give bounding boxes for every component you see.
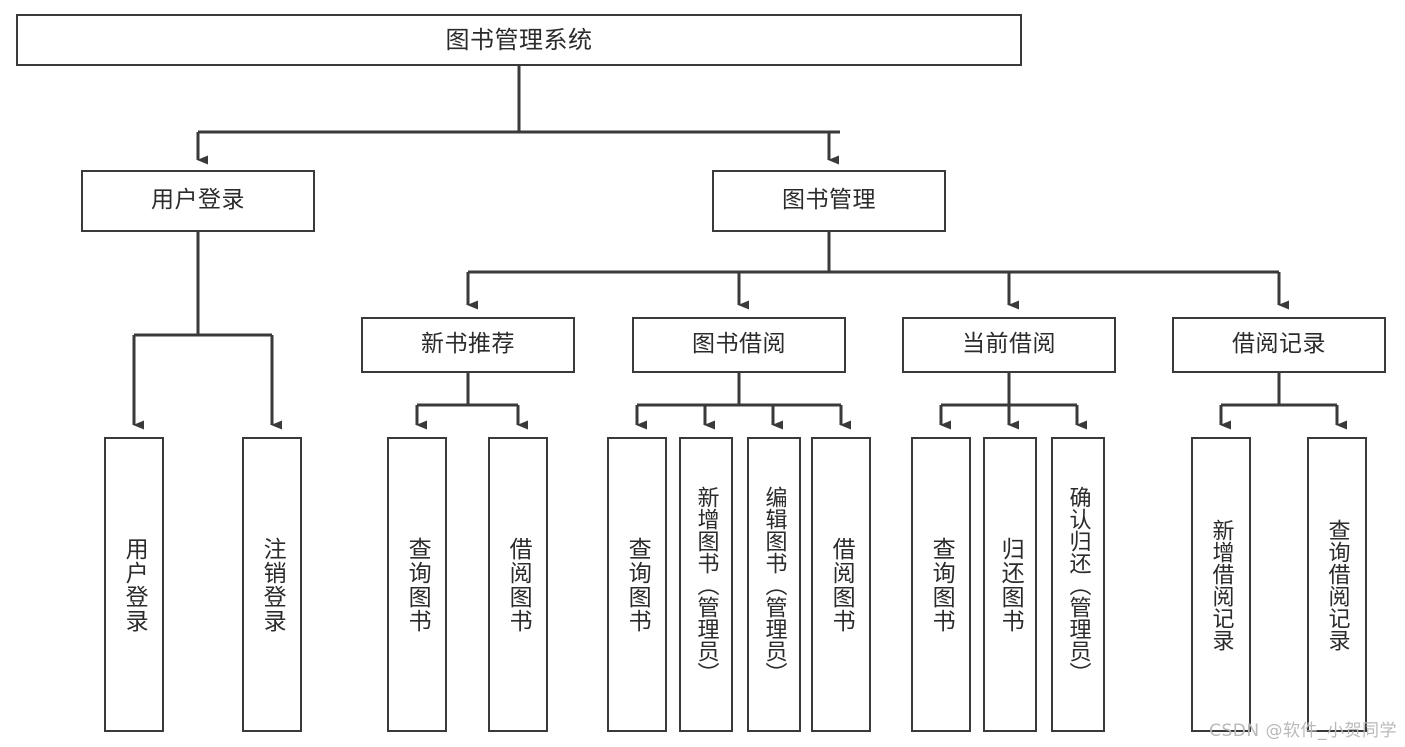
node-leaf-add-borrow-record[interactable]: 新增借阅记录: [1191, 437, 1251, 732]
node-label: 当前借阅: [962, 331, 1056, 358]
node-label: 图书管理系统: [445, 25, 593, 54]
node-label: 确认归还（管理员）: [1065, 485, 1091, 684]
node-leaf-borrow-book[interactable]: 借阅图书: [811, 437, 871, 732]
node-label: 新增图书（管理员）: [693, 485, 719, 684]
node-label: 查询图书: [624, 536, 651, 633]
node-label: 借阅图书: [505, 536, 532, 633]
node-label: 借阅图书: [828, 536, 855, 633]
node-label: 新书推荐: [421, 331, 515, 358]
node-book-management[interactable]: 图书管理: [712, 170, 946, 232]
node-leaf-edit-book-admin[interactable]: 编辑图书（管理员）: [747, 437, 801, 732]
node-leaf-borrow-book-recommend[interactable]: 借阅图书: [488, 437, 548, 732]
node-label: 新增借阅记录: [1208, 518, 1234, 651]
node-label: 查询借阅记录: [1324, 518, 1350, 651]
node-label: 查询图书: [404, 536, 431, 633]
node-leaf-add-book-admin[interactable]: 新增图书（管理员）: [679, 437, 733, 732]
node-leaf-return-book[interactable]: 归还图书: [983, 437, 1037, 732]
node-leaf-query-book-recommend[interactable]: 查询图书: [387, 437, 447, 732]
node-user-login[interactable]: 用户登录: [81, 170, 315, 232]
node-label: 用户登录: [121, 536, 148, 633]
node-current-borrow[interactable]: 当前借阅: [902, 317, 1116, 373]
node-root-system[interactable]: 图书管理系统: [16, 14, 1022, 66]
node-label: 查询图书: [928, 536, 955, 633]
node-leaf-query-book-borrow[interactable]: 查询图书: [607, 437, 667, 732]
node-book-borrow[interactable]: 图书借阅: [632, 317, 846, 373]
node-label: 借阅记录: [1232, 331, 1326, 358]
node-leaf-query-book-current[interactable]: 查询图书: [911, 437, 971, 732]
node-label: 用户登录: [151, 187, 245, 214]
node-borrow-record[interactable]: 借阅记录: [1172, 317, 1386, 373]
node-label: 编辑图书（管理员）: [761, 485, 787, 684]
node-label: 注销登录: [259, 536, 286, 633]
node-leaf-query-borrow-record[interactable]: 查询借阅记录: [1307, 437, 1367, 732]
node-label: 图书借阅: [692, 331, 786, 358]
node-leaf-user-login[interactable]: 用户登录: [104, 437, 164, 732]
watermark-text: CSDN @软件_小贺同学: [1209, 721, 1397, 741]
node-label: 图书管理: [782, 187, 876, 214]
node-label: 归还图书: [997, 536, 1024, 633]
node-leaf-logout[interactable]: 注销登录: [242, 437, 302, 732]
node-new-book-recommend[interactable]: 新书推荐: [361, 317, 575, 373]
node-leaf-confirm-return-admin[interactable]: 确认归还（管理员）: [1051, 437, 1105, 732]
